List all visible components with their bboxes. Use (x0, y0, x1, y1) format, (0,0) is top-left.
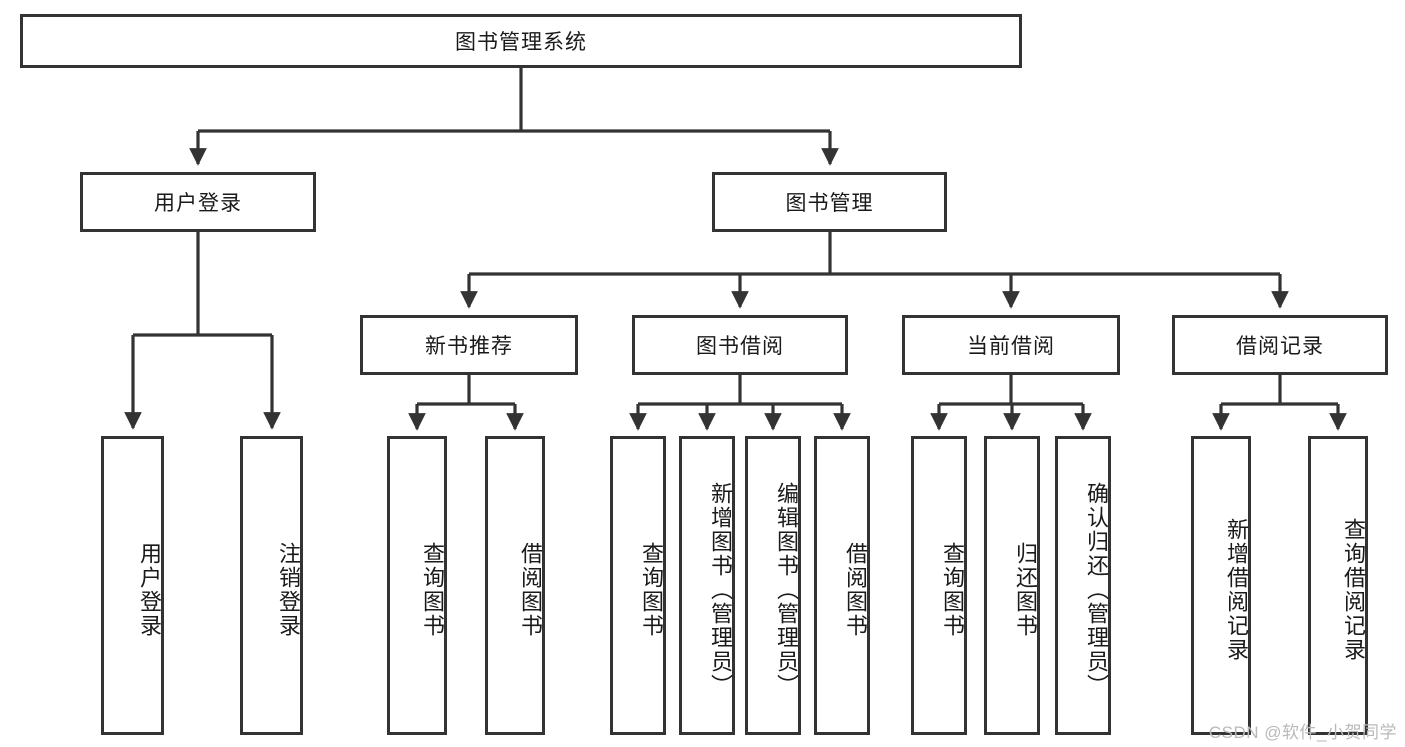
node-current-borrow-label: 当前借阅 (967, 335, 1055, 358)
node-new-book-recommend-label: 新书推荐 (425, 335, 513, 358)
node-leaf-confirm-return-admin[interactable]: 确认归还（管理员） (1055, 436, 1111, 735)
node-borrow-records-label: 借阅记录 (1236, 335, 1324, 358)
csdn-watermark: CSDN @软件_小贺同学 (1208, 723, 1397, 742)
node-book-management-label: 图书管理 (785, 192, 874, 215)
node-leaf-borrow-book-recommend[interactable]: 借阅图书 (485, 436, 545, 735)
node-leaf-borrow-book-recommend-label: 借阅图书 (518, 541, 543, 638)
node-leaf-query-book-recommend-label: 查询图书 (420, 541, 445, 638)
node-leaf-confirm-return-admin-label: 确认归还（管理员） (1084, 481, 1109, 698)
node-root[interactable]: 图书管理系统 (20, 14, 1022, 68)
node-current-borrow[interactable]: 当前借阅 (902, 315, 1120, 375)
node-book-borrow[interactable]: 图书借阅 (632, 315, 848, 375)
node-user-login-label: 用户登录 (154, 192, 242, 215)
node-root-label: 图书管理系统 (455, 31, 587, 54)
node-leaf-borrow-book-label: 借阅图书 (843, 541, 868, 638)
node-borrow-records[interactable]: 借阅记录 (1172, 315, 1388, 375)
node-new-book-recommend[interactable]: 新书推荐 (360, 315, 578, 375)
node-leaf-query-borrow-record[interactable]: 查询借阅记录 (1308, 436, 1368, 735)
node-leaf-user-login-label: 用户登录 (137, 541, 162, 638)
node-leaf-add-borrow-record[interactable]: 新增借阅记录 (1191, 436, 1251, 735)
node-leaf-user-login[interactable]: 用户登录 (101, 436, 164, 735)
node-leaf-add-borrow-record-label: 新增借阅记录 (1224, 517, 1249, 662)
node-leaf-edit-book-admin[interactable]: 编辑图书（管理员） (745, 436, 801, 735)
node-leaf-query-book-current[interactable]: 查询图书 (911, 436, 967, 735)
node-leaf-add-book-admin-label: 新增图书（管理员） (708, 481, 733, 698)
node-leaf-query-book-current-label: 查询图书 (940, 541, 965, 638)
node-book-management[interactable]: 图书管理 (712, 172, 947, 232)
node-leaf-user-logout-label: 注销登录 (276, 541, 301, 638)
node-leaf-query-borrow-record-label: 查询借阅记录 (1341, 517, 1366, 662)
node-user-login[interactable]: 用户登录 (80, 172, 316, 232)
node-leaf-borrow-book[interactable]: 借阅图书 (814, 436, 870, 735)
node-leaf-return-book[interactable]: 归还图书 (984, 436, 1040, 735)
node-leaf-user-logout[interactable]: 注销登录 (240, 436, 303, 735)
node-book-borrow-label: 图书借阅 (696, 335, 784, 358)
node-leaf-query-book-recommend[interactable]: 查询图书 (387, 436, 447, 735)
node-leaf-query-book-borrow-label: 查询图书 (639, 541, 664, 638)
node-leaf-add-book-admin[interactable]: 新增图书（管理员） (679, 436, 735, 735)
node-leaf-return-book-label: 归还图书 (1013, 541, 1038, 638)
node-leaf-query-book-borrow[interactable]: 查询图书 (610, 436, 666, 735)
node-leaf-edit-book-admin-label: 编辑图书（管理员） (774, 481, 799, 698)
